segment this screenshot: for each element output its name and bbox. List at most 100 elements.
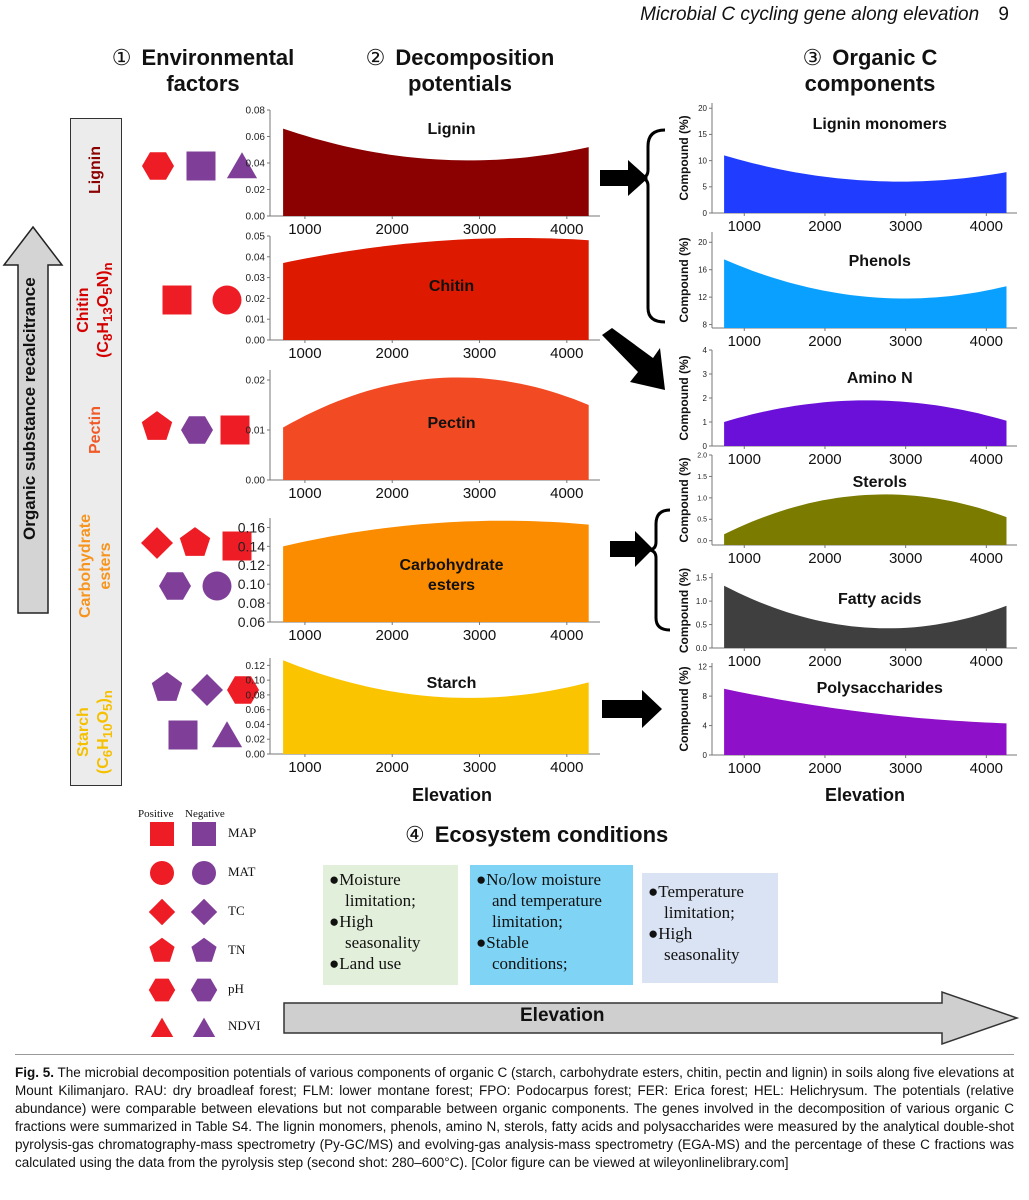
chart-title: Chitin [429, 278, 474, 295]
running-header: Microbial C cycling gene along elevation… [640, 4, 1009, 26]
y-tick-label: 12 [698, 662, 707, 671]
chart-title: Amino N [847, 370, 913, 387]
y-axis-label: Compound (%) [677, 355, 691, 440]
y-tick-label: 0.00 [246, 750, 266, 761]
caption-lead: Fig. 5. [15, 1065, 55, 1080]
y-tick-label: 0.12 [246, 661, 266, 672]
arrow-chitin [602, 328, 665, 390]
area-series [724, 259, 1007, 328]
x-tick-label: 2000 [376, 627, 409, 644]
arrow-carb [610, 531, 653, 567]
x-tick-label: 2000 [376, 345, 409, 362]
y-tick-label: 0.10 [246, 676, 266, 687]
carb-pentagon-red-symbol [179, 527, 211, 556]
area-series [724, 155, 1007, 213]
environmental-factor-symbols [141, 151, 259, 750]
y-tick-label: 0.5 [696, 620, 708, 629]
y-tick-label: 0 [703, 442, 708, 451]
caption-rule [15, 1054, 1014, 1055]
x-tick-label: 4000 [970, 451, 1003, 468]
area-series [283, 128, 589, 216]
pectin-square-red-symbol [220, 415, 250, 445]
row-label-bar [70, 118, 122, 786]
x-tick-label: 2000 [808, 550, 841, 567]
area-series [283, 377, 589, 480]
legend-ndvi-positive-symbol [150, 1017, 174, 1037]
x-tick-label: 1000 [288, 345, 321, 362]
x-tick-label: 1000 [288, 221, 321, 238]
area-series [724, 585, 1007, 648]
starch-square-purple-symbol [168, 720, 198, 750]
y-tick-label: 15 [698, 130, 707, 139]
legend-label-map: MAP [228, 825, 257, 840]
area-series [724, 688, 1007, 755]
y-tick-label: 10 [698, 156, 707, 165]
x-tick-label: 1000 [288, 485, 321, 502]
recalcitrance-arrow [2, 225, 64, 614]
y-tick-label: 0.5 [697, 517, 707, 524]
starch-diamond-purple-symbol [191, 674, 223, 706]
x-tick-label: 3000 [889, 760, 922, 777]
y-tick-label: 0.14 [238, 538, 265, 554]
x-tick-label: 3000 [889, 333, 922, 350]
pectin-pentagon-red-symbol [141, 411, 173, 440]
x-tick-label: 2000 [808, 218, 841, 235]
chitin-square-red-symbol [162, 285, 192, 315]
y-axis-label: Compound (%) [677, 457, 691, 542]
x-tick-label: 1000 [728, 550, 761, 567]
x-tick-label: 1000 [728, 760, 761, 777]
caption-text: The microbial decomposition potentials o… [15, 1065, 1014, 1170]
lignin-triangle-purple-symbol [226, 152, 258, 179]
x-tick-label: 2000 [808, 333, 841, 350]
lignin-square-purple-symbol [186, 151, 216, 181]
y-tick-label: 0 [703, 751, 708, 760]
y-tick-label: 4 [703, 346, 708, 355]
x-tick-label: 4000 [970, 760, 1003, 777]
legend-label-tc: TC [228, 903, 245, 918]
y-tick-label: 8 [703, 692, 708, 701]
right-xlabel: Elevation [825, 785, 906, 805]
x-tick-label: 3000 [463, 627, 496, 644]
y-tick-label: 1.0 [697, 495, 707, 502]
y-tick-label: 1 [703, 418, 708, 427]
x-tick-label: 3000 [889, 218, 922, 235]
legend-positive-heading: Positive [138, 808, 174, 820]
y-tick-label: 0.06 [238, 614, 265, 630]
legend-map-negative-symbol [192, 822, 216, 846]
page-number: 9 [998, 4, 1009, 25]
y-tick-label: 20 [698, 238, 707, 247]
y-tick-label: 0.04 [246, 720, 266, 731]
y-tick-label: 20 [698, 104, 707, 113]
running-title: Microbial C cycling gene along elevation [640, 4, 980, 25]
y-tick-label: 0.04 [246, 159, 266, 170]
elevation-arrow-label: Elevation [520, 1005, 605, 1026]
chart-title: Pectin [427, 415, 475, 432]
bracket-carb [647, 508, 670, 632]
x-tick-label: 4000 [550, 221, 583, 238]
y-tick-label: 3 [703, 370, 708, 379]
x-tick-label: 4000 [550, 485, 583, 502]
y-tick-label: 0.03 [246, 273, 266, 284]
x-tick-label: 4000 [970, 653, 1003, 670]
legend-ndvi-negative-symbol [192, 1017, 216, 1037]
legend-tc-negative-symbol [190, 898, 218, 926]
carb-diamond-red-symbol [141, 527, 173, 559]
x-tick-label: 1000 [288, 627, 321, 644]
y-axis-label: Compound (%) [677, 666, 691, 751]
y-tick-label: 0.00 [246, 212, 266, 223]
y-axis-label: Compound (%) [677, 237, 691, 322]
pectin-hexagon-purple-symbol [181, 416, 213, 444]
area-series [283, 238, 589, 340]
middle-xlabel: Elevation [412, 785, 493, 805]
legend-ph-negative-symbol [190, 978, 218, 1002]
y-tick-label: 0.06 [246, 705, 266, 716]
